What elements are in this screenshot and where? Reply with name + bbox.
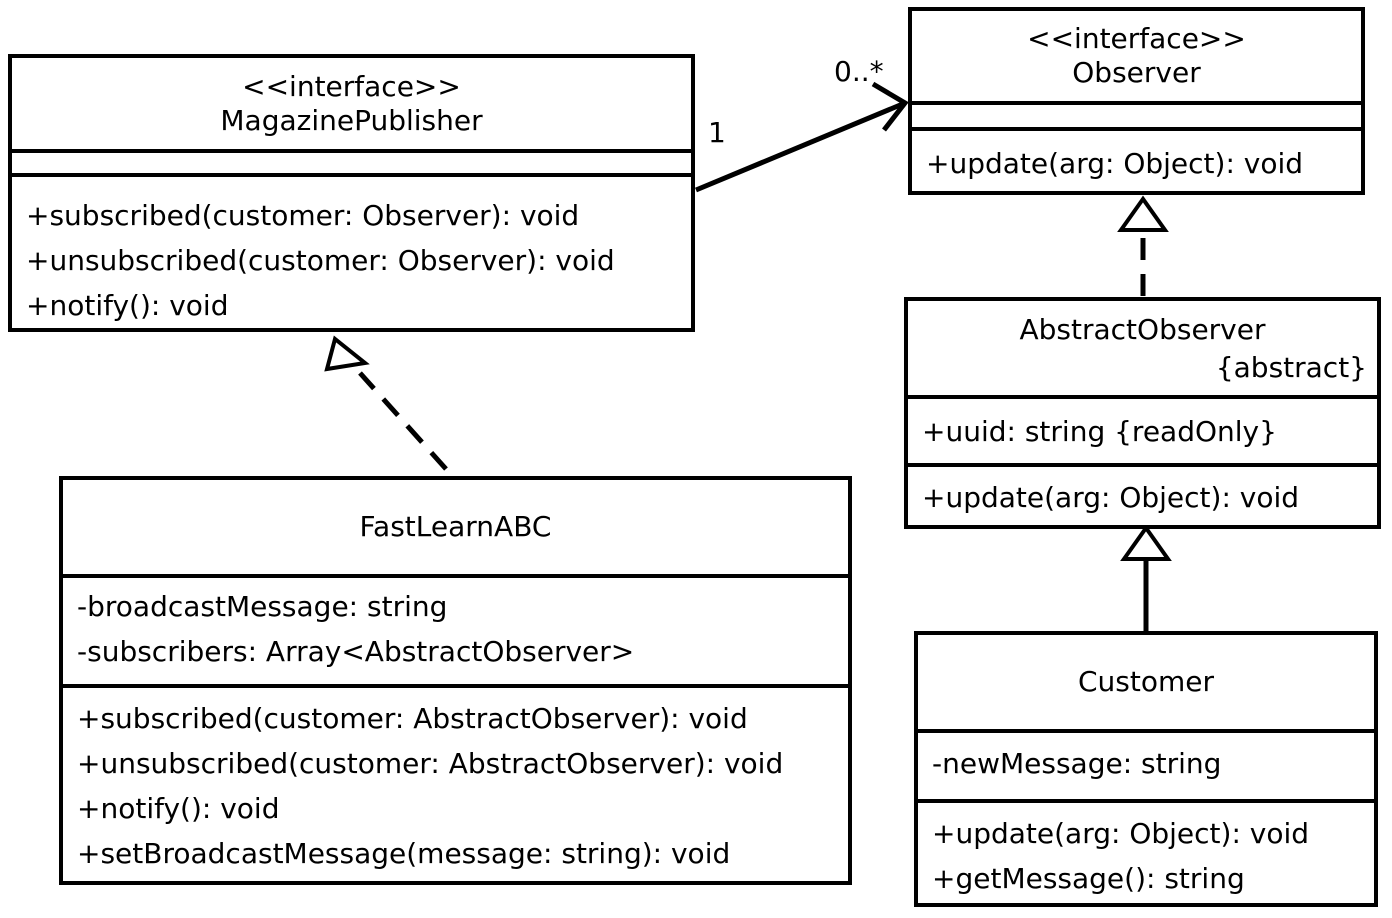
realization-arrowhead-observer bbox=[1117, 195, 1169, 232]
class-name-compartment: AbstractObserver {abstract} bbox=[908, 301, 1377, 399]
class-magazinepublisher[interactable]: <<interface>> MagazinePublisher +subscri… bbox=[8, 54, 695, 332]
operation: +unsubscribed(customer: Observer): void bbox=[26, 244, 615, 277]
multiplicity-source: 1 bbox=[708, 116, 726, 149]
attributes-compartment: +uuid: string {readOnly} bbox=[908, 399, 1377, 467]
association-arrowhead bbox=[871, 81, 909, 132]
class-stereotype: <<interface>> bbox=[242, 69, 461, 103]
generalization-arrowhead-abstractobserver bbox=[1120, 524, 1172, 561]
class-name: AbstractObserver bbox=[1019, 313, 1266, 346]
class-name: Observer bbox=[1072, 56, 1201, 89]
association-line bbox=[695, 100, 906, 193]
class-name-compartment: FastLearnABC bbox=[63, 480, 848, 578]
operations-compartment: +subscribed(customer: Observer): void +u… bbox=[12, 177, 691, 328]
attributes-compartment: -broadcastMessage: string -subscribers: … bbox=[63, 578, 848, 688]
realization-arrowhead-magazinepublisher bbox=[324, 335, 370, 372]
attribute: -broadcastMessage: string bbox=[77, 590, 448, 623]
class-abstractobserver[interactable]: AbstractObserver {abstract} +uuid: strin… bbox=[904, 297, 1381, 529]
class-name-compartment: <<interface>> MagazinePublisher bbox=[12, 58, 691, 153]
class-name: FastLearnABC bbox=[359, 510, 552, 543]
operations-compartment: +subscribed(customer: AbstractObserver):… bbox=[63, 688, 848, 876]
operation: +subscribed(customer: Observer): void bbox=[26, 199, 580, 232]
attribute: -newMessage: string bbox=[932, 747, 1222, 780]
attributes-compartment bbox=[912, 105, 1361, 131]
attributes-compartment bbox=[12, 153, 691, 177]
multiplicity-target: 0..* bbox=[834, 55, 884, 88]
class-customer[interactable]: Customer -newMessage: string +update(arg… bbox=[914, 631, 1378, 907]
operation: +notify(): void bbox=[26, 289, 229, 322]
class-name-compartment: Customer bbox=[918, 635, 1374, 733]
operation: +update(arg: Object): void bbox=[922, 481, 1300, 514]
operations-compartment: +update(arg: Object): void bbox=[912, 131, 1361, 186]
class-observer[interactable]: <<interface>> Observer +update(arg: Obje… bbox=[908, 7, 1365, 195]
operation: +subscribed(customer: AbstractObserver):… bbox=[77, 702, 748, 735]
operations-compartment: +update(arg: Object): void bbox=[908, 467, 1377, 520]
attribute: +uuid: string {readOnly} bbox=[922, 415, 1277, 448]
operations-compartment: +update(arg: Object): void +getMessage()… bbox=[918, 803, 1374, 901]
attributes-compartment: -newMessage: string bbox=[918, 733, 1374, 803]
operation: +setBroadcastMessage(message: string): v… bbox=[77, 837, 731, 870]
class-name: MagazinePublisher bbox=[220, 103, 483, 137]
class-modifier: {abstract} bbox=[1215, 351, 1367, 384]
class-stereotype: <<interface>> bbox=[1027, 22, 1246, 55]
class-name: Customer bbox=[1077, 665, 1214, 698]
attribute: -subscribers: Array<AbstractObserver> bbox=[77, 635, 635, 668]
operation: +unsubscribed(customer: AbstractObserver… bbox=[77, 747, 784, 780]
realization-line-fastlearnabc bbox=[358, 371, 448, 471]
class-fastlearnabc[interactable]: FastLearnABC -broadcastMessage: string -… bbox=[59, 476, 852, 885]
operation: +notify(): void bbox=[77, 792, 280, 825]
class-name-compartment: <<interface>> Observer bbox=[912, 11, 1361, 105]
operation: +update(arg: Object): void bbox=[926, 147, 1304, 180]
operation: +getMessage(): string bbox=[932, 862, 1245, 895]
operation: +update(arg: Object): void bbox=[932, 817, 1310, 850]
